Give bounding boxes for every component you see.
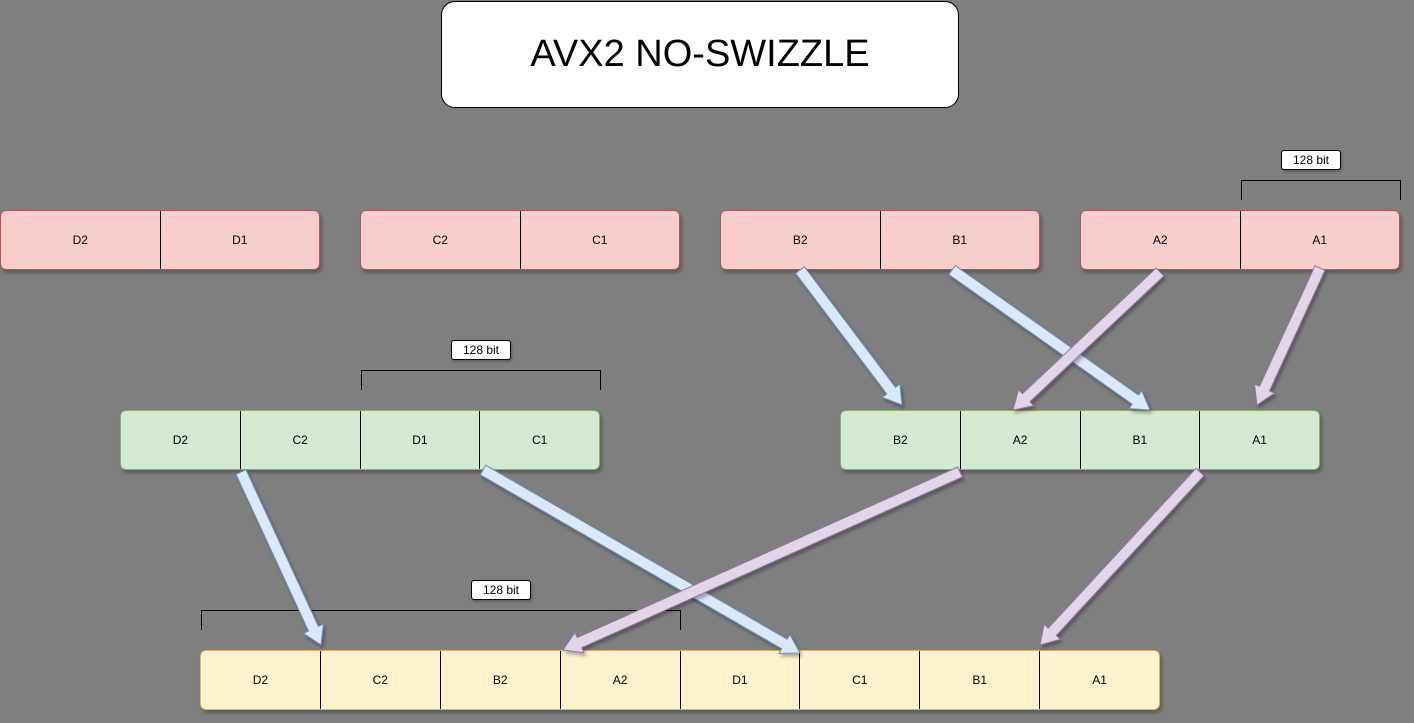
bit-width-bracket-bottom bbox=[201, 610, 681, 630]
arrow-b1-to-middle bbox=[948, 265, 1151, 411]
arrow-a1-to-bottom bbox=[1039, 467, 1205, 646]
register-a: A2 A1 bbox=[1080, 210, 1400, 270]
lane-a2: A2 bbox=[959, 411, 1080, 469]
lane-c2: C2 bbox=[239, 411, 360, 469]
register-dc-interleaved: D2 C2 D1 C1 bbox=[120, 410, 600, 470]
register-c: C2 C1 bbox=[360, 210, 680, 270]
lane-a2: A2 bbox=[1152, 233, 1168, 247]
register-ba-interleaved: B2 A2 B1 A1 bbox=[840, 410, 1320, 470]
lane-b2: B2 bbox=[792, 233, 808, 247]
lane-b2: B2 bbox=[439, 651, 560, 709]
bit-width-label-top: 128 bit bbox=[1281, 150, 1341, 170]
lane-b1: B1 bbox=[1079, 411, 1200, 469]
lane-d1: D1 bbox=[159, 211, 320, 269]
lane-a1: A1 bbox=[1199, 411, 1319, 469]
lane-c1: C1 bbox=[519, 211, 680, 269]
bit-width-label-bottom: 128 bit bbox=[471, 580, 531, 600]
lane-b1: B1 bbox=[879, 211, 1040, 269]
lane-b1: B1 bbox=[919, 651, 1039, 709]
arrow-a1-to-middle bbox=[1254, 265, 1326, 406]
lane-d2: D2 bbox=[172, 433, 189, 447]
lane-a1: A1 bbox=[1239, 211, 1400, 269]
lane-d1: D1 bbox=[359, 411, 480, 469]
lane-a1: A1 bbox=[1039, 651, 1159, 709]
register-result: D2 C2 B2 A2 D1 C1 B1 A1 bbox=[200, 650, 1160, 710]
lane-d1: D1 bbox=[679, 651, 800, 709]
lane-b2: B2 bbox=[893, 433, 908, 447]
lane-d2: D2 bbox=[72, 233, 88, 247]
register-b: B2 B1 bbox=[720, 210, 1040, 270]
lane-a2: A2 bbox=[559, 651, 680, 709]
lane-d2: D2 bbox=[252, 673, 269, 687]
lane-c2: C2 bbox=[319, 651, 440, 709]
diagram-title: AVX2 NO-SWIZZLE bbox=[441, 1, 959, 108]
lane-c2: C2 bbox=[432, 233, 448, 247]
bit-width-label-middle: 128 bit bbox=[451, 340, 511, 360]
bit-width-bracket-middle bbox=[361, 370, 601, 390]
bit-width-bracket-top bbox=[1241, 180, 1401, 200]
arrow-b2-to-middle bbox=[795, 266, 903, 406]
lane-c1: C1 bbox=[799, 651, 919, 709]
arrow-a2-to-middle bbox=[1012, 267, 1165, 411]
register-d: D2 D1 bbox=[0, 210, 320, 270]
lane-c1: C1 bbox=[479, 411, 599, 469]
